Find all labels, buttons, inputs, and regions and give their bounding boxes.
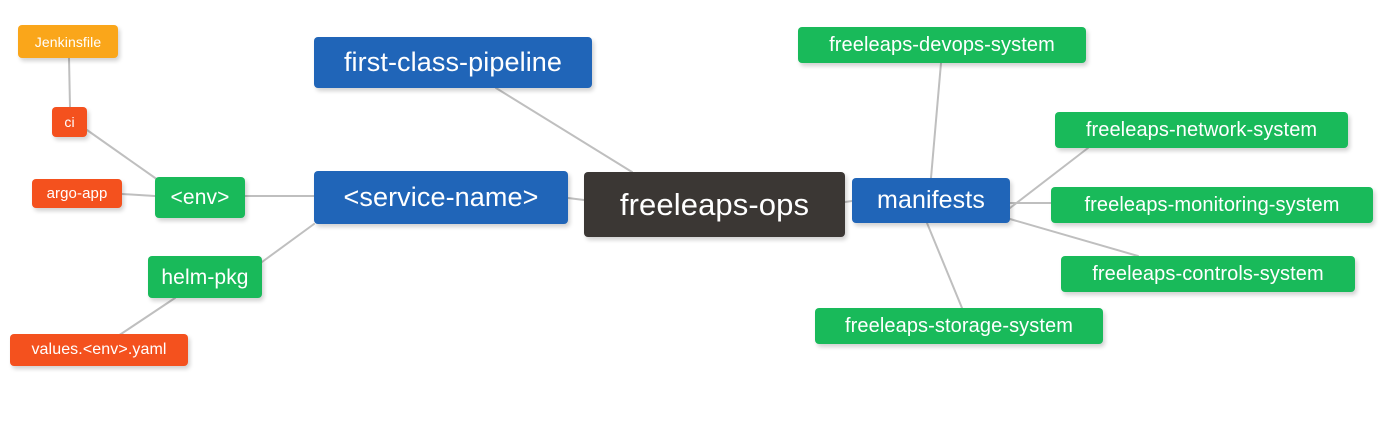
node-devops-system[interactable]: freeleaps-devops-system [798,27,1086,63]
edge-servicename-helmpkg [261,223,315,263]
node-label: freeleaps-devops-system [829,34,1055,56]
node-env[interactable]: <env> [155,177,245,218]
node-label: helm-pkg [161,265,249,289]
node-label: Jenkinsfile [34,33,102,50]
node-network-system[interactable]: freeleaps-network-system [1055,112,1348,148]
node-storage-system[interactable]: freeleaps-storage-system [815,308,1103,344]
node-manifests[interactable]: manifests [852,178,1010,223]
node-label: argo-app [46,185,108,202]
node-first-class-pipeline[interactable]: first-class-pipeline [314,37,592,88]
edge-ci-env [86,129,159,181]
node-freeleaps-ops[interactable]: freeleaps-ops [584,172,845,237]
edge-manifests-storage [926,222,963,309]
edge-manifests-devops [930,62,942,179]
node-controls-system[interactable]: freeleaps-controls-system [1061,256,1355,292]
edge-pipeline-ops [495,87,633,173]
node-values-yaml[interactable]: values.<env>.yaml [10,334,188,366]
node-label: ci [64,114,75,130]
node-label: freeleaps-storage-system [844,315,1074,337]
node-monitoring-system[interactable]: freeleaps-monitoring-system [1051,187,1373,223]
node-label: <service-name> [343,182,539,212]
edge-manifests-network [1009,147,1089,209]
node-service-name[interactable]: <service-name> [314,171,568,224]
node-label: <env> [170,186,230,209]
edge-jenkinsfile-ci [68,57,71,108]
node-label: first-class-pipeline [343,47,563,77]
node-argo-app[interactable]: argo-app [32,179,122,208]
node-label: freeleaps-network-system [1085,119,1318,141]
node-label: values.<env>.yaml [31,341,167,358]
node-jenkinsfile[interactable]: Jenkinsfile [18,25,118,58]
node-label: freeleaps-ops [619,187,810,222]
node-label: freeleaps-controls-system [1092,263,1324,285]
node-label: manifests [877,186,985,214]
edge-manifests-controls [1009,218,1139,257]
node-label: freeleaps-monitoring-system [1084,194,1340,216]
node-ci[interactable]: ci [52,107,87,137]
node-helm-pkg[interactable]: helm-pkg [148,256,262,298]
edge-ops-manifests [844,200,853,203]
edge-argoapp-env [121,193,156,197]
edge-helmpkg-values [117,297,176,337]
edge-servicename-ops [567,197,585,201]
